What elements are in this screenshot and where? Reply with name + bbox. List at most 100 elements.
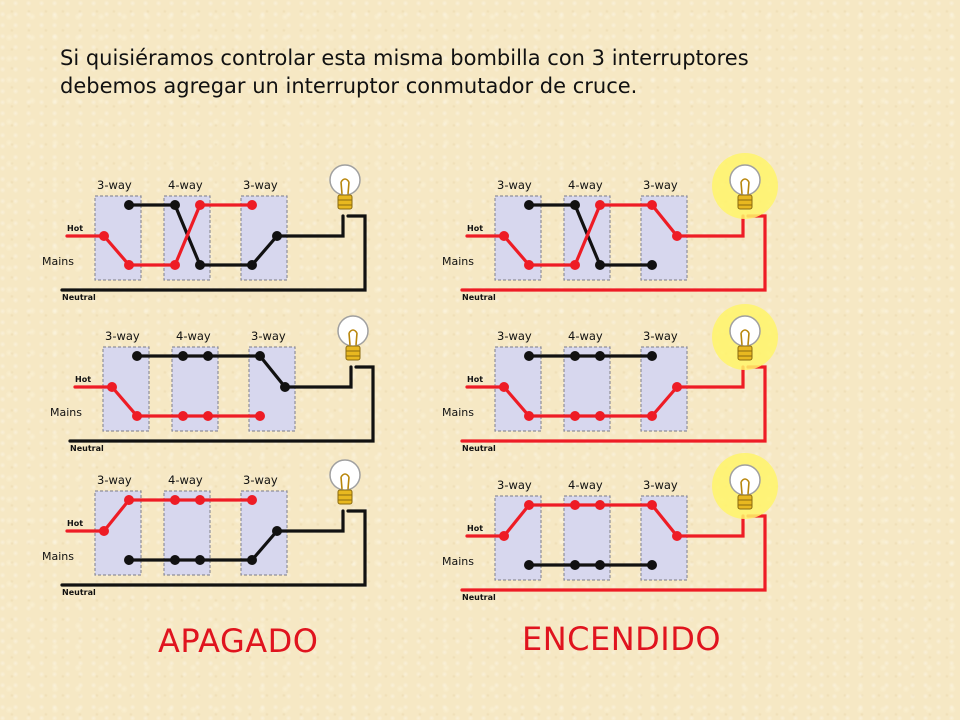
neutral-label: Neutral: [462, 593, 496, 602]
switch-terminal: [170, 260, 180, 270]
switch-terminal: [524, 351, 534, 361]
switch-terminal: [272, 526, 282, 536]
switch-terminal: [132, 411, 142, 421]
switch-1-blade: [110, 385, 139, 418]
switch-label-3way: 3-way: [105, 329, 140, 343]
switch-terminal: [595, 500, 605, 510]
switch-label-4way: 4-way: [568, 178, 603, 192]
switch-terminal: [178, 351, 188, 361]
switch-terminal: [570, 351, 580, 361]
bulb-filament: [340, 178, 350, 195]
switch-terminal: [647, 560, 657, 570]
state-on-label: ENCENDIDO: [522, 620, 722, 658]
switch-terminal: [524, 500, 534, 510]
switch-terminal: [195, 555, 205, 565]
bulb-filament: [340, 473, 350, 490]
bulb-filament: [740, 478, 750, 495]
switch-label-4way: 4-way: [176, 329, 211, 343]
switch-label-4way: 4-way: [568, 329, 603, 343]
switch-terminal: [124, 200, 134, 210]
switch-label-3way: 3-way: [643, 478, 678, 492]
switch-terminal: [99, 231, 109, 241]
switch-label-4way: 4-way: [568, 478, 603, 492]
neutral-label: Neutral: [62, 588, 96, 597]
switch-terminal: [647, 351, 657, 361]
mains-label: Mains: [42, 255, 74, 268]
switch-terminal: [170, 200, 180, 210]
bulb-glass: [729, 164, 761, 196]
switch-terminal: [647, 500, 657, 510]
switch-3-blade: [650, 503, 679, 538]
switch-terminal: [570, 500, 580, 510]
switch-terminal: [570, 260, 580, 270]
switch-terminal: [672, 382, 682, 392]
bulb-base: [737, 194, 753, 210]
neutral-label: Neutral: [70, 444, 104, 453]
neutral-label: Neutral: [62, 293, 96, 302]
mains-label: Mains: [42, 550, 74, 563]
hot-label: Hot: [467, 224, 483, 233]
light-bulb-icon: [337, 315, 369, 361]
neutral-label: Neutral: [462, 444, 496, 453]
switch-1-blade: [102, 498, 131, 533]
switch-terminal: [499, 231, 509, 241]
light-bulb-icon: [712, 453, 778, 519]
switch-terminal: [195, 260, 205, 270]
wire-to-lamp: [675, 365, 745, 389]
bulb-base: [345, 345, 361, 361]
switch-label-3way: 3-way: [643, 178, 678, 192]
switch-terminal: [595, 351, 605, 361]
bulb-filament: [348, 329, 358, 346]
switch-terminal: [647, 200, 657, 210]
wire-neutral-return: [68, 365, 375, 443]
wire-neutral-return: [60, 509, 367, 587]
mains-label: Mains: [442, 406, 474, 419]
switch-label-3way: 3-way: [243, 178, 278, 192]
switch-terminal: [170, 555, 180, 565]
switch-label-3way: 3-way: [497, 329, 532, 343]
switch-terminal: [570, 411, 580, 421]
bulb-base: [737, 345, 753, 361]
wire-to-lamp: [275, 509, 345, 533]
hot-label: Hot: [75, 375, 91, 384]
wire-4way-cross: [573, 203, 602, 267]
switch-label-3way: 3-way: [97, 178, 132, 192]
switch-terminal: [247, 555, 257, 565]
switch-terminal: [203, 411, 213, 421]
switch-terminal: [247, 260, 257, 270]
bulb-filament: [740, 329, 750, 346]
wire-to-lamp: [675, 214, 745, 238]
switch-terminal: [124, 555, 134, 565]
switch-1-blade: [502, 385, 531, 418]
switch-terminal: [124, 495, 134, 505]
switch-label-3way: 3-way: [497, 478, 532, 492]
switch-terminal: [124, 260, 134, 270]
wire-to-lamp: [275, 214, 345, 238]
bulb-filament: [740, 178, 750, 195]
switch-terminal: [499, 382, 509, 392]
bulb-glass: [329, 459, 361, 491]
switch-terminal: [524, 411, 534, 421]
switch-terminal: [647, 260, 657, 270]
switch-3-blade: [650, 385, 679, 418]
wire-to-lamp: [675, 514, 745, 538]
mains-label: Mains: [50, 406, 82, 419]
hot-label: Hot: [67, 224, 83, 233]
switch-label-3way: 3-way: [497, 178, 532, 192]
switch-3-blade: [258, 354, 287, 389]
switch-terminal: [524, 560, 534, 570]
wire-to-lamp: [283, 365, 353, 389]
switch-terminal: [99, 526, 109, 536]
switch-label-3way: 3-way: [243, 473, 278, 487]
light-bulb-icon: [712, 304, 778, 370]
switch-label-3way: 3-way: [251, 329, 286, 343]
switch-terminal: [499, 531, 509, 541]
switch-terminal: [524, 200, 534, 210]
hot-label: Hot: [467, 524, 483, 533]
state-off-label: APAGADO: [158, 622, 319, 660]
